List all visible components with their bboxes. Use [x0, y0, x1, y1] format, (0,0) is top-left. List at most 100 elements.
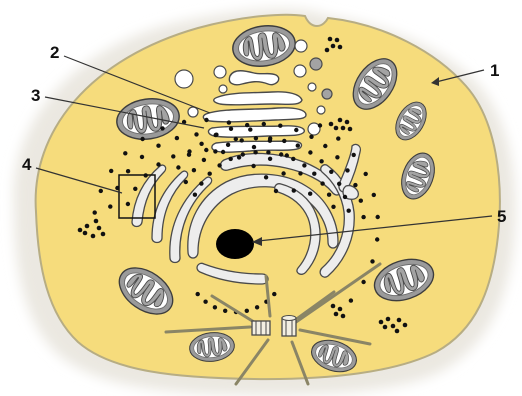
ribosome-dot: [156, 162, 160, 166]
ribosome-dot: [196, 292, 200, 296]
ribosome-dot: [99, 189, 103, 193]
ribosome-dot: [361, 215, 365, 219]
ribosome-dot: [199, 181, 203, 185]
ribosome-dot: [353, 183, 357, 187]
ribosome-dot: [282, 139, 286, 143]
ribosome-dot: [226, 143, 230, 147]
ribosome-dot: [319, 159, 323, 163]
ribosome-dot: [376, 215, 380, 219]
ribosome-dot: [192, 168, 196, 172]
ribosome-dot: [241, 152, 245, 156]
ribosome-dot: [274, 189, 278, 193]
ribosome-dot: [312, 172, 316, 176]
ribosome-dot: [156, 144, 160, 148]
ribosome-dot: [193, 193, 197, 197]
ribosome-dot: [292, 188, 296, 192]
ribosome-dot: [245, 309, 249, 313]
ribosome-dot: [160, 126, 164, 130]
ribosome-dot: [93, 210, 97, 214]
ribosome-dot: [213, 305, 217, 309]
ribosome-dot: [272, 292, 276, 296]
ribosome-dot: [221, 150, 225, 154]
ribosome-dot: [335, 155, 339, 159]
ribosome-dot: [126, 202, 130, 206]
ribosome-dot: [298, 171, 302, 175]
ribosome-dot: [194, 132, 198, 136]
ribosome-dot: [308, 192, 312, 196]
ribosome-dot: [372, 193, 376, 197]
ribosome-dot: [331, 205, 335, 209]
ribosome-dot: [337, 182, 341, 186]
ribosome-dot: [294, 128, 298, 132]
ribosome-dot: [308, 150, 312, 154]
ribosome-dot: [123, 151, 127, 155]
label-1: 1: [490, 61, 499, 80]
label-2: 2: [50, 43, 59, 62]
ribosome-dot: [227, 120, 231, 124]
ribosome-dot: [302, 163, 306, 167]
ribosome-dot: [214, 133, 218, 137]
ribosome-dot: [291, 157, 295, 161]
ribosome-dot: [323, 144, 327, 148]
ribosome-dot: [268, 136, 272, 140]
ribosome-dot: [126, 169, 130, 173]
ribosome-dot: [229, 157, 233, 161]
ribosome-dot: [199, 142, 203, 146]
ribosome-dot: [345, 168, 349, 172]
ribosome-dot: [217, 163, 221, 167]
ribosome-dot: [336, 136, 340, 140]
ribosome-dot: [202, 158, 206, 162]
label-4: 4: [22, 155, 32, 174]
ribosome-dot: [279, 152, 283, 156]
ribosome-dot: [171, 154, 175, 158]
ribosome-dot: [343, 195, 347, 199]
ribosome-dot: [229, 127, 233, 131]
nucleolus-icon: [216, 229, 254, 259]
ribosome-dot: [285, 153, 289, 157]
ribosome-dot: [175, 136, 179, 140]
ribosome-dot: [108, 204, 112, 208]
ribosome-dot: [109, 169, 113, 173]
ribosome-dot: [184, 180, 188, 184]
ribosome-dot: [296, 143, 300, 147]
ribosome-dot: [278, 124, 282, 128]
ribosome-dot: [347, 209, 351, 213]
ribosome-dot: [318, 123, 322, 127]
ribosome-dot: [213, 149, 217, 153]
ribosome-dot: [237, 155, 241, 159]
ribosome-dot: [309, 135, 313, 139]
ribosome-dot: [352, 153, 356, 157]
ribosome-dot: [176, 165, 180, 169]
ribosome-dot: [204, 118, 208, 122]
ribosome-dot: [329, 170, 333, 174]
ribosome-dot: [264, 175, 268, 179]
ribosome-dot: [268, 157, 272, 161]
ribosome-dot: [245, 123, 249, 127]
ribosome-dot: [140, 137, 144, 141]
ribosome-dot: [254, 136, 258, 140]
ribosome-dot: [375, 237, 379, 241]
ribosome-dot: [248, 127, 252, 131]
ribosome-dot: [133, 187, 137, 191]
ribosome-dot: [204, 148, 208, 152]
ribosome-dot: [266, 150, 270, 154]
ribosome-dot: [359, 199, 363, 203]
ribosome-dot: [364, 172, 368, 176]
label-5: 5: [497, 207, 506, 226]
ribosome-dot: [361, 280, 365, 284]
ribosome-dot: [370, 259, 374, 263]
ribosome-dot: [140, 155, 144, 159]
ribosome-dot: [262, 122, 266, 126]
ribosome-dot: [255, 305, 259, 309]
ribosome-dot: [327, 193, 331, 197]
ribosome-dot: [281, 171, 285, 175]
label-3: 3: [31, 86, 40, 105]
ribosome-dot: [349, 298, 353, 302]
ribosome-dot: [251, 164, 255, 168]
ribosome-dot: [253, 150, 257, 154]
ribosome-dot: [208, 172, 212, 176]
ribosome-dot: [320, 181, 324, 185]
ribosome-dot: [234, 137, 238, 141]
